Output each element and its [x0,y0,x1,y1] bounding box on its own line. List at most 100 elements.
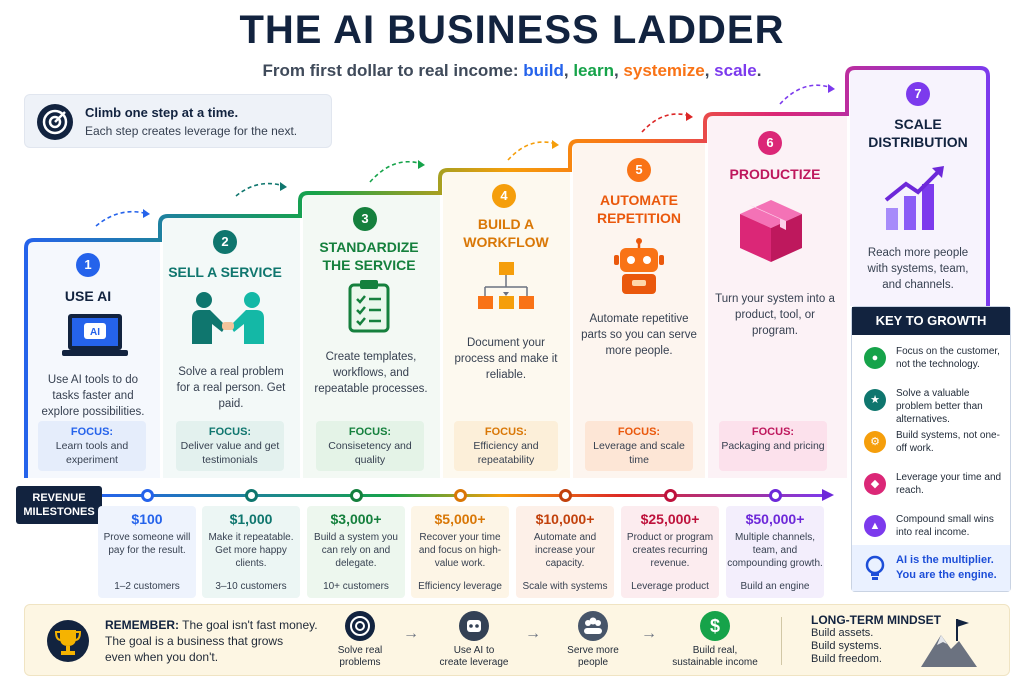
revenue-milestones-label: REVENUE MILESTONES [16,486,102,524]
page-subtitle: From first dollar to real income: build,… [262,61,762,80]
key-item-text: Focus on the customer, not the technolog… [896,346,1000,370]
key-item-text: Leverage your time and reach. [896,472,1002,496]
milestone-card: $10,000+Automate and increase your capac… [516,506,614,598]
milestone-desc: Automate and increase your capacity. [533,532,597,569]
step-2-title: SELL A SERVICE [168,264,282,280]
step-6-title: PRODUCTIZE [729,166,821,182]
flow-item-income: $ Build real,sustainable income [665,611,765,669]
milestone-footer: 10+ customers [323,581,389,592]
milestone-dot [245,489,258,502]
robot-icon [459,611,489,641]
key-item-text: Solve a valuable problem better than alt… [896,388,983,425]
milestone-desc: Recover your time and focus on high-valu… [418,532,502,569]
milestone-amount: $1,000 [229,511,273,527]
laptop-ai-icon: AI [60,310,130,367]
target-icon [37,104,73,140]
milestone-desc: Multiple channels, team, and compounding… [727,532,823,569]
step-3-focus: FOCUS: Consisetency and quality [316,421,424,471]
step-3-title: STANDARDIZE THE SERVICE [319,239,419,273]
milestone-footer: Scale with systems [522,581,608,592]
climb-line-1: Climb one step at a time. [85,105,239,120]
people-icon: ◆ [864,473,886,495]
milestone-amount: $50,000+ [745,511,805,527]
milestone-card: $50,000+ Multiple channels, team, and com… [726,506,824,598]
key-footer: AI is the multiplier.You are the engine. [852,545,1010,591]
milestone-dot [664,489,677,502]
step-3-desc: Create templates, workflows, and repeata… [314,351,428,395]
milestone-footer: 3–10 customers [215,581,287,592]
workflow-icon [474,260,538,325]
flow-arrow-icon: → [641,625,657,642]
handshake-icon [186,290,270,351]
person-icon: ● [864,347,886,369]
step-6-focus: FOCUS: Packaging and pricing [719,421,827,471]
step-2-focus: FOCUS: Deliver value and get testimonial… [176,421,284,471]
milestone-desc: Build a system you can rely on and deleg… [314,532,398,569]
milestone-dot [350,489,363,502]
climb-callout: Climb one step at a time. Each step crea… [24,94,332,148]
key-item: ⚙ Build systems, not one-off work. [852,427,1012,467]
box-icon [736,196,806,271]
step-3-number: 3 [353,207,377,231]
milestone-amount: $25,000+ [640,511,700,527]
key-item: ★Solve a valuable problem better than al… [852,385,1012,425]
step-4-number: 4 [492,184,516,208]
key-to-growth-panel: KEY TO GROWTH ● Focus on the customer, no… [851,306,1011,592]
robot-icon [608,238,670,301]
step-1-focus: FOCUS: Learn tools and experiment [38,421,146,471]
flow-arrow-icon: → [525,625,541,642]
milestone-card: $5,000+Recover your time and focus on hi… [411,506,509,598]
milestone-card: $25,000+ Product or program creates recur… [621,506,719,598]
milestone-dot [141,489,154,502]
step-6-desc: Turn your system into a product, tool, o… [715,293,835,337]
step-7-desc: Reach more people with systems, team, an… [867,247,969,291]
milestone-dot [769,489,782,502]
milestone-footer: Build an engine [740,581,810,592]
mountain-flag-icon [917,615,981,674]
svg-text:AI: AI [90,327,100,338]
divider [781,617,782,665]
milestone-card: $3,000+ Build a system you can rely on an… [307,506,405,598]
people-icon [578,611,608,641]
key-item: ● Focus on the customer, not the technolo… [852,343,1012,383]
milestone-footer: Efficiency leverage [418,581,502,592]
lightbulb-icon [864,555,886,581]
step-5-number: 5 [627,158,651,182]
step-1-desc: Use AI tools to do tasks faster and expl… [41,374,145,418]
step-1-title: USE AI [64,288,112,304]
climb-line-2: Each step creates leverage for the next. [85,124,298,138]
step-2-desc: Solve a real problem for a real person. … [176,366,286,410]
step-2-number: 2 [213,230,237,254]
milestone-amount: $100 [131,511,163,527]
flow-arrow-icon: → [403,625,419,642]
milestone-footer: Leverage product [631,581,709,592]
key-title: KEY TO GROWTH [852,307,1010,335]
gear-icon: ⚙ [864,431,886,453]
milestone-desc: Prove someone will pay for the result. [103,532,191,556]
milestone-desc: Product or program creates recurring rev… [626,532,714,569]
step-1-number: 1 [76,253,100,277]
milestone-amount: $3,000+ [330,511,382,527]
remember-bar: REMEMBER: The goal isn't fast money. The… [24,604,1010,676]
timeline-arrow-icon [822,489,834,501]
remember-text: REMEMBER: The goal isn't fast money. The… [105,618,318,664]
page-title: THE AI BUSINESS LADDER [239,8,785,52]
milestone-dot [559,489,572,502]
milestone-footer: 1–2 customers [114,581,180,592]
key-item: ◆ Leverage your time and reach. [852,469,1012,509]
step-4-focus: FOCUS: Efficiency and repeatability [454,421,558,471]
dollar-icon: $ [700,611,730,641]
clipboard-checklist-icon [347,279,391,338]
key-item-text: Build systems, not one-off work. [896,430,1000,454]
milestone-dot [454,489,467,502]
step-5-title: AUTOMATE REPETITION [596,192,681,226]
chart-icon: ▲ [864,515,886,537]
step-4-title: BUILD A WORKFLOW [463,216,549,250]
milestone-desc: Make it repeatable. Get more happy clien… [208,532,294,569]
trophy-icon [47,620,89,662]
step-6-number: 6 [758,131,782,155]
growth-chart-icon [880,162,952,239]
